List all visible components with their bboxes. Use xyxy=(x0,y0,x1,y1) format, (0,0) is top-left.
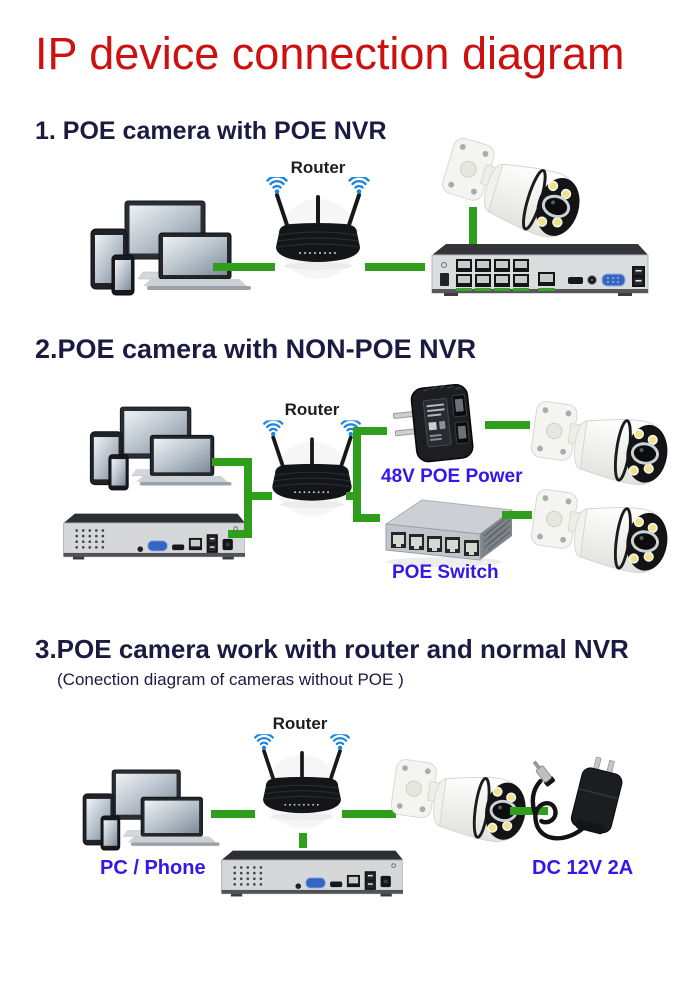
non-poe-nvr xyxy=(58,510,245,565)
cable-camera-to-power xyxy=(510,807,548,815)
cable-devices-to-router xyxy=(213,263,275,271)
poe-camera-2 xyxy=(522,478,681,590)
section-1-poe-camera-with-poe-nvr: 1. POE camera with POE NVR Router xyxy=(0,115,700,330)
poe-injector xyxy=(385,383,482,467)
router-label: Router xyxy=(290,158,346,177)
pc-devices-cluster xyxy=(78,763,223,857)
section-2-poe-camera-with-non-poe-nvr: 2.POE camera with NON-POE NVR Router 48V… xyxy=(0,330,700,600)
page-title: IP device connection diagram xyxy=(35,28,625,79)
poe-nvr xyxy=(422,241,652,301)
section-2-heading: 2.POE camera with NON-POE NVR xyxy=(35,334,477,364)
cable-bracket-to-router xyxy=(252,492,272,500)
pc-phone-label: PC / Phone xyxy=(100,857,206,879)
cable-bracket-to-switch xyxy=(361,514,380,522)
section-1-heading: 1. POE camera with POE NVR xyxy=(35,117,387,145)
pc-devices-cluster xyxy=(85,400,235,497)
dc-power-adapter xyxy=(518,756,630,850)
router-label: Router xyxy=(272,714,328,733)
cable-right-bracket xyxy=(353,427,361,522)
dc-power-label: DC 12V 2A xyxy=(532,857,634,879)
cable-switch-to-camera xyxy=(502,511,532,519)
router-label: Router xyxy=(284,400,340,419)
wifi-router xyxy=(251,734,353,831)
poe-injector-label: 48V POE Power xyxy=(381,466,523,487)
wifi-router xyxy=(263,177,373,281)
cable-nvr-to-bracket xyxy=(228,530,244,538)
section-3-subheading: (Conection diagram of cameras without PO… xyxy=(57,670,404,689)
cable-camera-to-nvr xyxy=(469,207,477,253)
cable-router-to-nvr xyxy=(365,263,425,271)
poe-switch xyxy=(378,490,518,570)
cable-left-bracket xyxy=(244,458,252,538)
poe-camera xyxy=(429,125,598,258)
cable-router-to-camera xyxy=(342,810,396,818)
cable-devices-to-router xyxy=(211,810,255,818)
poe-camera xyxy=(382,748,539,858)
cable-injector-to-camera xyxy=(485,421,530,429)
poe-switch-label: POE Switch xyxy=(392,562,499,583)
section-3-heading: 3.POE camera work with router and normal… xyxy=(35,634,629,664)
pc-devices-cluster xyxy=(85,193,255,303)
cable-router-to-nvr xyxy=(299,833,307,848)
wifi-router xyxy=(260,420,364,519)
cable-bracket-to-injector xyxy=(361,427,387,435)
cable-devices-to-bracket xyxy=(212,458,244,466)
section-3-poe-camera-with-router-and-normal-nvr: 3.POE camera work with router and normal… xyxy=(0,630,700,930)
non-poe-nvr xyxy=(216,848,403,901)
cable-router-to-bracket xyxy=(346,492,355,500)
